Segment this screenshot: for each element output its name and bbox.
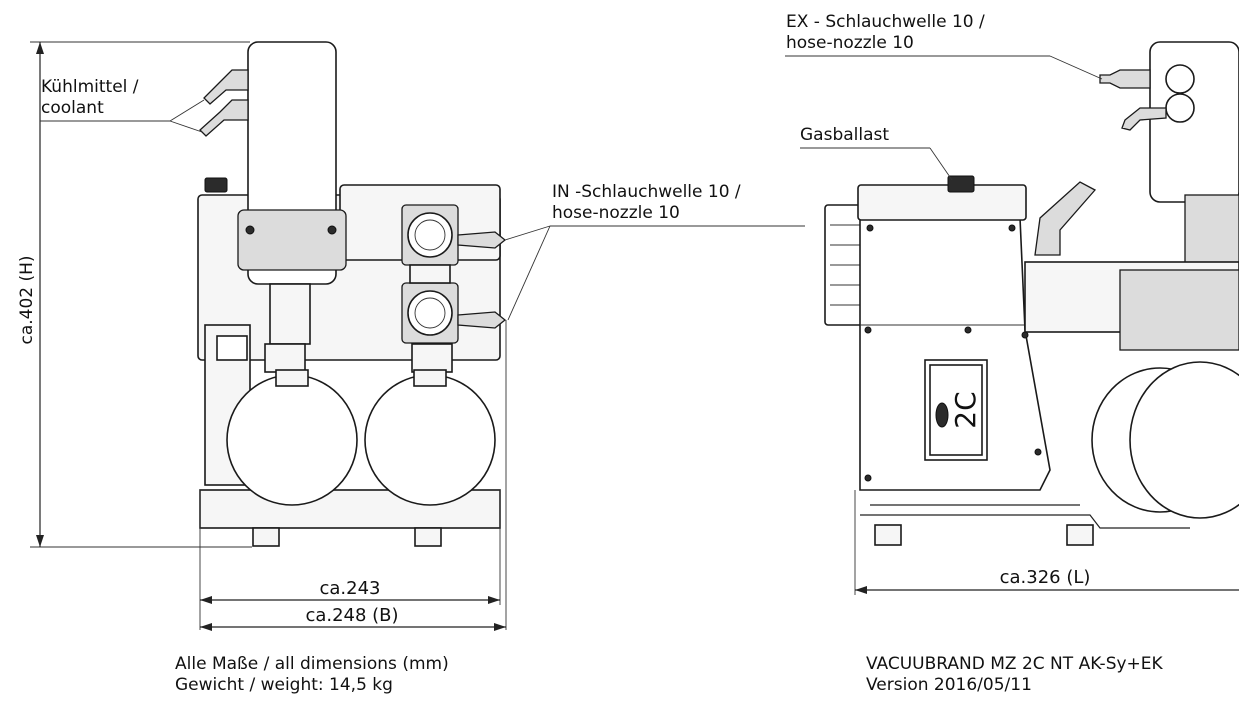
flask-right	[364, 374, 496, 506]
ex-nozzle-label-line1: EX - Schlauchwelle 10 /	[786, 12, 985, 32]
coolant-label-line1: Kühlmittel /	[41, 77, 139, 97]
front-view	[197, 41, 507, 547]
in-nozzle-upper	[457, 231, 507, 249]
switch	[216, 335, 248, 361]
connector-right	[411, 343, 453, 373]
in-nozzle-label-line2: hose-nozzle 10	[552, 203, 680, 223]
footer-left-line1: Alle Maße / all dimensions (mm)	[175, 654, 449, 674]
gauge-upper	[407, 212, 453, 258]
model-badge-text: 2C	[949, 391, 982, 428]
motor-housing	[1119, 269, 1239, 351]
width-dimensions	[199, 320, 507, 631]
pump-head	[857, 184, 1027, 221]
length-dimension-label: ca.326 (L)	[1000, 567, 1091, 588]
height-dimension	[30, 41, 252, 548]
condenser-side	[1149, 41, 1239, 203]
side-view: 2C	[824, 41, 1239, 546]
flask-side-front	[1129, 361, 1239, 519]
foot-right	[414, 527, 442, 547]
height-dimension-label: ca.402 (H)	[17, 255, 37, 344]
ex-port-lower	[1165, 93, 1195, 123]
width-outer-label: ca.248 (B)	[305, 605, 398, 626]
flask-left	[226, 374, 358, 506]
in-nozzle-lower	[457, 311, 507, 329]
connector-left	[264, 343, 306, 373]
ex-nozzle-label-line2: hose-nozzle 10	[786, 33, 914, 53]
footer-right-line1: VACUUBRAND MZ 2C NT AK-Sy+EK	[866, 654, 1164, 674]
foot-front	[874, 524, 902, 546]
foot-left	[252, 527, 280, 547]
width-inner-label: ca.243	[319, 578, 380, 599]
ex-nozzle	[1099, 69, 1151, 89]
gasballast-knob	[947, 175, 975, 193]
gauge-lower	[407, 290, 453, 336]
gasballast-label: Gasballast	[800, 125, 889, 145]
in-nozzle-label-line1: IN -Schlauchwelle 10 /	[552, 182, 741, 202]
foot-rear	[1066, 524, 1094, 546]
coolant-nozzle-bottom	[199, 99, 249, 137]
handle	[1034, 181, 1097, 256]
condenser-clamp	[237, 209, 347, 271]
ex-port-upper	[1165, 64, 1195, 94]
footer-left-line2: Gewicht / weight: 14,5 kg	[175, 675, 393, 695]
condenser-neck	[269, 283, 311, 345]
footer-right-line2: Version 2016/05/11	[866, 675, 1032, 695]
gasballast-knob-front	[204, 177, 228, 193]
coolant-nozzle-top	[203, 69, 249, 105]
leaders-side	[785, 55, 1239, 595]
leaders-front	[40, 99, 805, 321]
coolant-label-line2: coolant	[41, 98, 104, 118]
